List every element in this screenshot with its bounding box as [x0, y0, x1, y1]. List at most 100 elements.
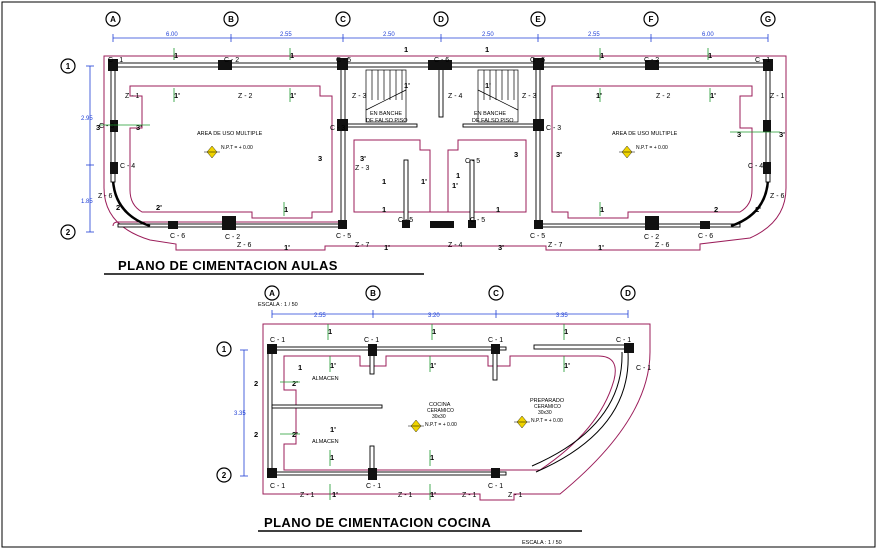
- svg-text:C - 2: C - 2: [644, 57, 659, 64]
- svg-text:Z - 6: Z - 6: [237, 242, 251, 249]
- aulas-wall-center-1: [403, 159, 409, 225]
- svg-text:E: E: [535, 15, 541, 24]
- aulas-dim-y2: 1.85: [81, 199, 93, 205]
- svg-text:1: 1: [485, 45, 489, 54]
- svg-text:Z - 4: Z - 4: [448, 242, 462, 249]
- svg-text:B: B: [370, 289, 376, 298]
- svg-text:C - 3: C - 3: [99, 123, 114, 130]
- column: [168, 221, 178, 229]
- axis-bubble-g: [760, 11, 776, 27]
- svg-text:C - 5: C - 5: [465, 158, 480, 165]
- svg-text:C - 6: C - 6: [170, 233, 185, 240]
- aulas-dim-y1: 2.95: [81, 116, 93, 122]
- aulas-stair-left: EN BANCHE DE FALSO PISO: [365, 69, 408, 124]
- svg-text:Z - 2: Z - 2: [656, 93, 670, 100]
- aulas-axis-bubbles: A B C D E F G 1 2: [60, 11, 776, 240]
- svg-text:C: C: [493, 289, 499, 298]
- column: [700, 221, 710, 229]
- column: [468, 220, 476, 228]
- svg-text:EN BANCHE: EN BANCHE: [370, 111, 402, 117]
- aulas-outer-foundation: [103, 55, 787, 251]
- cocina-wall-almacen: [271, 404, 383, 409]
- svg-text:C - 5: C - 5: [336, 57, 351, 64]
- svg-text:Z - 3: Z - 3: [355, 165, 369, 172]
- cocina-scale-top: ESCALA : 1 / 50: [258, 302, 298, 308]
- svg-text:3: 3: [318, 154, 322, 163]
- svg-text:1: 1: [222, 345, 227, 354]
- cocina-wall-axis-c: [492, 349, 498, 381]
- svg-text:1': 1': [332, 490, 338, 499]
- svg-text:D: D: [625, 289, 631, 298]
- column: [491, 468, 500, 478]
- aulas-room-right-npt: N.P.T = + 0.00: [636, 145, 668, 151]
- aulas-dim-ab: 6.00: [166, 32, 178, 38]
- column: [267, 344, 277, 354]
- column: [430, 221, 454, 228]
- cocina-dim-ab: 2.55: [314, 313, 326, 319]
- cocina-curved-wall-outer: [535, 351, 629, 473]
- aulas-footing-labels: Z - 1 Z - 2 Z - 3 Z - 4 Z - 3 Z - 2 Z - …: [98, 93, 784, 249]
- column: [763, 120, 771, 132]
- svg-text:B: B: [228, 15, 234, 24]
- svg-text:1': 1': [290, 91, 296, 100]
- svg-text:EN BANCHE: EN BANCHE: [474, 111, 506, 117]
- svg-text:Z - 6: Z - 6: [770, 193, 784, 200]
- svg-text:1: 1: [284, 205, 288, 214]
- column: [110, 120, 118, 132]
- axis-bubble-c: [335, 11, 351, 27]
- svg-text:C - 1: C - 1: [270, 483, 285, 490]
- svg-text:1': 1': [174, 91, 180, 100]
- svg-text:2': 2': [156, 203, 162, 212]
- svg-text:1': 1': [485, 81, 491, 90]
- svg-text:1: 1: [298, 363, 302, 372]
- column: [337, 119, 348, 131]
- column: [108, 59, 118, 71]
- column: [368, 468, 377, 480]
- aulas-room-right-name: AREA DE USO MULTIPLE: [612, 131, 678, 137]
- cocina-section-marks: 1 1 1 1 1' 1' 1' 2 2' 2 2' 1' 1 1 1' 1': [254, 327, 570, 499]
- column: [645, 60, 659, 70]
- svg-text:30x30: 30x30: [538, 410, 552, 416]
- svg-text:C - 5: C - 5: [530, 57, 545, 64]
- svg-text:Z - 6: Z - 6: [655, 242, 669, 249]
- svg-text:N.P.T = + 0.00: N.P.T = + 0.00: [425, 422, 457, 428]
- almacen-label-2: ALMACEN: [312, 439, 339, 445]
- svg-text:1': 1': [404, 81, 410, 90]
- svg-text:1: 1: [600, 205, 604, 214]
- svg-text:A: A: [110, 15, 116, 24]
- svg-text:C - 6: C - 6: [434, 57, 449, 64]
- cocina-room: COCINA CERAMICO 30x30 N.P.T = + 0.00: [408, 402, 457, 433]
- svg-text:3: 3: [96, 123, 100, 132]
- aulas-inner-foundation-center: [353, 139, 527, 213]
- svg-text:F: F: [649, 15, 654, 24]
- almacen-label-1: ALMACEN: [312, 376, 339, 382]
- preparado-room: PREPARADO CERAMICO 30x30 N.P.T = + 0.00: [514, 398, 565, 429]
- svg-text:C - 4: C - 4: [120, 163, 135, 170]
- svg-text:2: 2: [254, 430, 258, 439]
- svg-text:2: 2: [66, 228, 71, 237]
- svg-text:Z - 1: Z - 1: [508, 492, 522, 499]
- cocina-scale-bottom: ESCALA : 1 / 50: [522, 540, 562, 546]
- svg-text:C - 6: C - 6: [698, 233, 713, 240]
- aulas-section-marks: 1 1 1 1 1 1 1' 1' 1' 1' 1' 1' 3 3' 3 3' …: [96, 45, 785, 252]
- column: [763, 162, 771, 174]
- cocina-wall-axis-2: [271, 471, 507, 476]
- svg-text:C - 1: C - 1: [364, 337, 379, 344]
- svg-text:C - 1: C - 1: [108, 57, 123, 64]
- svg-text:2: 2: [116, 203, 120, 212]
- cocina-dim-y: 3.35: [234, 411, 246, 417]
- svg-text:2': 2': [292, 430, 298, 439]
- column: [338, 220, 347, 229]
- svg-text:1': 1': [284, 243, 290, 252]
- svg-text:30x30: 30x30: [432, 414, 446, 420]
- svg-text:1: 1: [66, 62, 71, 71]
- cocina-axis-bubbles: A B C D 1 2: [216, 285, 636, 483]
- svg-text:C - 1: C - 1: [616, 337, 631, 344]
- svg-text:C - 2: C - 2: [644, 234, 659, 241]
- svg-text:C - 5: C - 5: [530, 233, 545, 240]
- axis-bubble-2: [60, 224, 76, 240]
- svg-text:1: 1: [382, 177, 386, 186]
- aulas-plan: 6.00 2.55 2.50 2.50 2.55 6.00 2.95 1.85 …: [60, 11, 787, 275]
- axis-bubble-1: [60, 58, 76, 74]
